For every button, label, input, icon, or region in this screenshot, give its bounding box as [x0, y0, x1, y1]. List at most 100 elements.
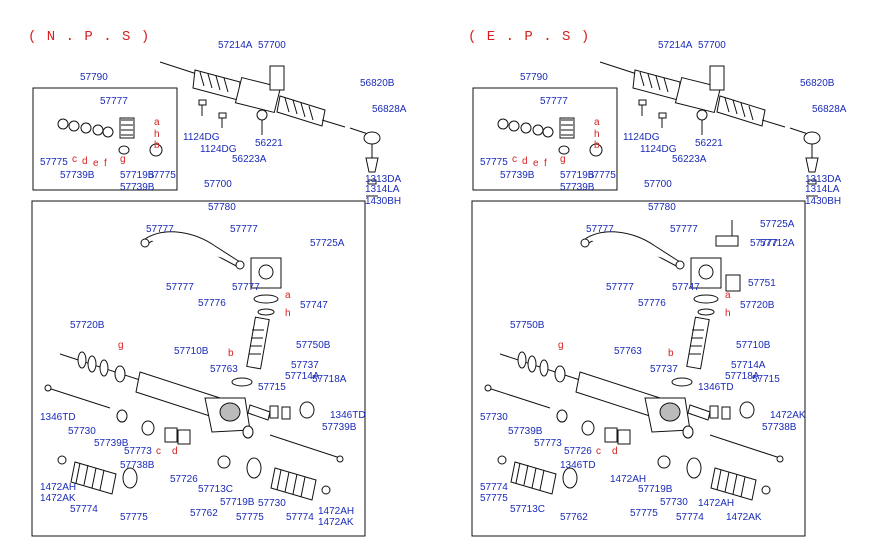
part-number-label: 57710B: [736, 340, 771, 351]
part-number-label: 57715: [752, 374, 780, 385]
part-number-label: 57700: [204, 179, 232, 190]
part-number-label: 56828A: [372, 104, 407, 115]
part-number-label: 57739B: [120, 182, 155, 193]
part-number-label: 1346TD: [40, 412, 76, 423]
part-number-label: 1472AK: [318, 517, 354, 528]
part-number-label: 1472AH: [40, 482, 76, 493]
callout-letter: h: [725, 308, 731, 319]
part-number-label: 57718A: [312, 374, 347, 385]
part-number-label: 57719B: [560, 170, 595, 181]
part-number-label: 57214A: [218, 40, 253, 51]
part-number-label: 57713C: [198, 484, 233, 495]
callout-letter: a: [154, 117, 160, 128]
part-number-label: 57714A: [285, 371, 320, 382]
callout-letter: c: [596, 446, 601, 457]
part-number-label: 56223A: [232, 154, 267, 165]
callout-letter: a: [725, 290, 731, 301]
part-number-label: 57700: [644, 179, 672, 190]
part-number-label: 57777: [540, 96, 568, 107]
part-number-label: 57738B: [120, 460, 155, 471]
part-number-label: 57725A: [310, 238, 345, 249]
part-number-label: 57737: [650, 364, 678, 375]
part-number-label: 1124DG: [183, 132, 220, 143]
part-number-label: 57751: [748, 278, 776, 289]
callout-letter: g: [118, 340, 124, 351]
part-number-label: 57777: [166, 282, 194, 293]
part-number-label: 57775: [120, 512, 148, 523]
callout-letter: e: [93, 158, 99, 169]
part-number-label: 57774: [70, 504, 98, 515]
part-number-label: 1472AH: [318, 506, 354, 517]
part-number-label: 57775: [630, 508, 658, 519]
part-number-label: 1472AH: [698, 498, 734, 509]
part-number-label: 57730: [258, 498, 286, 509]
part-number-label: 57726: [170, 474, 198, 485]
callout-letter: b: [228, 348, 234, 359]
callout-letter: d: [172, 446, 178, 457]
part-number-label: 57214A: [658, 40, 693, 51]
part-number-label: 57762: [190, 508, 218, 519]
part-number-label: 1314LA: [365, 184, 400, 195]
callout-letter: h: [154, 129, 160, 140]
part-number-label: 57775: [588, 170, 616, 181]
part-number-label: 57777: [100, 96, 128, 107]
part-number-label: 57777: [232, 282, 260, 293]
callout-letter: d: [612, 446, 618, 457]
part-number-label: 57780: [208, 202, 236, 213]
part-number-label: 1313DA: [805, 174, 841, 185]
callout-letter: e: [533, 158, 539, 169]
part-number-label: 1472AK: [770, 410, 806, 421]
part-number-label: 1472AK: [726, 512, 762, 523]
part-number-label: 57747: [300, 300, 328, 311]
part-number-label: 57739B: [322, 422, 357, 433]
callout-letter: d: [522, 156, 528, 167]
part-number-label: 57773: [534, 438, 562, 449]
part-number-label: 57738B: [762, 422, 797, 433]
callout-letter: a: [285, 290, 291, 301]
eps-title: ( E . P . S ): [468, 29, 590, 45]
part-number-label: 57780: [648, 202, 676, 213]
part-number-label: 57730: [68, 426, 96, 437]
part-number-label: 57775: [480, 157, 508, 168]
part-number-label: 57776: [198, 298, 226, 309]
part-number-label: 1472AK: [40, 493, 76, 504]
part-number-label: 57720B: [740, 300, 775, 311]
part-number-label: 57720B: [70, 320, 105, 331]
callout-letter: g: [120, 154, 126, 165]
part-number-label: 1124DG: [623, 132, 660, 143]
callout-letter: c: [72, 154, 77, 165]
part-number-label: 57776: [638, 298, 666, 309]
part-number-label: 57777: [670, 224, 698, 235]
part-number-label: 57750B: [296, 340, 331, 351]
part-number-label: 57739B: [60, 170, 95, 181]
part-number-label: 57775: [480, 493, 508, 504]
callout-letter: h: [285, 308, 291, 319]
part-number-label: 57777: [586, 224, 614, 235]
part-number-label: 1346TD: [560, 460, 596, 471]
part-number-label: 57713C: [510, 504, 545, 515]
part-number-label: 1314LA: [805, 184, 840, 195]
part-number-label: 57719B: [120, 170, 155, 181]
part-number-label: 57762: [560, 512, 588, 523]
nps-title: ( N . P . S ): [28, 29, 150, 45]
eps-motor-bracket: [715, 220, 741, 292]
part-number-label: 56828A: [812, 104, 847, 115]
callout-letter: g: [560, 154, 566, 165]
part-number-label: 57773: [124, 446, 152, 457]
part-number-label: 57775: [148, 170, 176, 181]
part-number-label: 57700: [698, 40, 726, 51]
part-number-label: 57739B: [500, 170, 535, 181]
part-number-label: 56221: [695, 138, 723, 149]
part-number-label: 57739B: [560, 182, 595, 193]
callout-letter: c: [156, 446, 161, 457]
part-number-label: 57774: [480, 482, 508, 493]
callout-letter: f: [104, 158, 107, 169]
part-number-label: 57725A: [760, 219, 795, 230]
part-number-label: 57739B: [94, 438, 129, 449]
part-number-label: 56820B: [800, 78, 835, 89]
part-number-label: 57774: [286, 512, 314, 523]
part-number-label: 1346TD: [330, 410, 366, 421]
